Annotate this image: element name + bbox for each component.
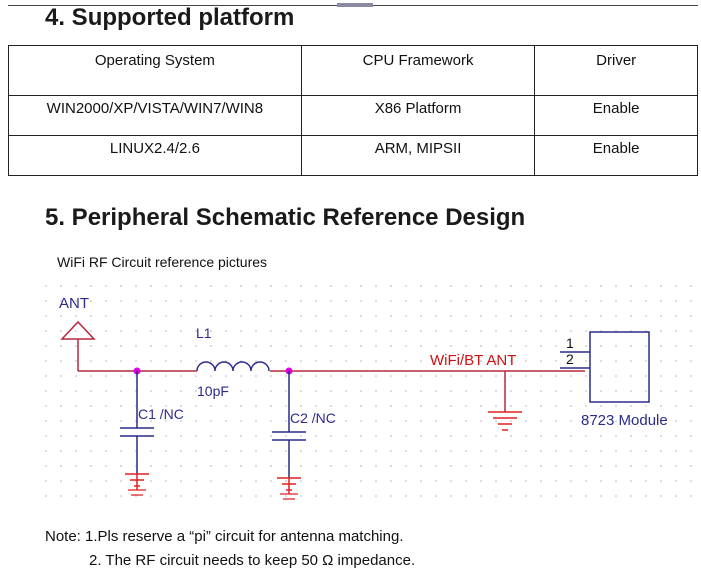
header-operating-system: Operating System — [8, 45, 302, 96]
table-row: LINUX2.4/2.6 ARM, MIPSII Enable — [8, 135, 698, 176]
ground-icon — [125, 473, 149, 490]
table-cell: LINUX2.4/2.6 — [8, 135, 302, 176]
ground-icon — [277, 477, 301, 494]
c2-label: C2 /NC — [290, 410, 336, 426]
net-label: WiFi/BT ANT — [430, 352, 516, 369]
l1-value: 10pF — [197, 383, 229, 399]
table-row: WIN2000/XP/VISTA/WIN7/WIN8 X86 Platform … — [8, 95, 698, 136]
l1-label: L1 — [196, 325, 212, 341]
antenna-symbol — [60, 320, 96, 371]
pin-1-label: 1 — [566, 335, 574, 351]
schematic-caption: WiFi RF Circuit reference pictures — [57, 254, 268, 270]
header-cpu-framework: CPU Framework — [300, 45, 536, 96]
pin-2-label: 2 — [566, 351, 574, 367]
capacitor-c2 — [272, 371, 306, 478]
c1-label: C1 /NC — [138, 406, 184, 422]
section-5-heading: 5. Peripheral Schematic Reference Design — [45, 204, 526, 231]
platform-table: Operating System CPU Framework Driver WI… — [8, 45, 698, 176]
table-cell: X86 Platform — [300, 95, 536, 136]
ground-icon — [128, 489, 146, 496]
inductor-l1 — [196, 361, 270, 372]
grid-background — [40, 285, 695, 507]
ground-icon — [280, 493, 298, 500]
module-box — [589, 331, 650, 403]
capacitor-c1 — [120, 371, 154, 474]
rf-schematic: ANT L1 10pF C1 /NC C2 /NC WiFi/BT ANT 1 … — [40, 285, 695, 507]
header-driver: Driver — [534, 45, 698, 96]
top-border-mark — [337, 3, 373, 7]
note-line-2: 2. The RF circuit needs to keep 50 Ω imp… — [89, 552, 416, 569]
ant-label: ANT — [59, 295, 89, 312]
table-cell: ARM, MIPSII — [300, 135, 536, 176]
section-4-heading: 4. Supported platform — [45, 4, 295, 31]
ground-icon — [488, 411, 522, 431]
table-cell: Enable — [534, 95, 698, 136]
module-label: 8723 Module — [581, 412, 668, 429]
note-line-1: Note: 1.Pls reserve a “pi” circuit for a… — [45, 528, 404, 545]
table-cell: WIN2000/XP/VISTA/WIN7/WIN8 — [8, 95, 302, 136]
table-cell: Enable — [534, 135, 698, 176]
table-header-row: Operating System CPU Framework Driver — [8, 45, 698, 96]
